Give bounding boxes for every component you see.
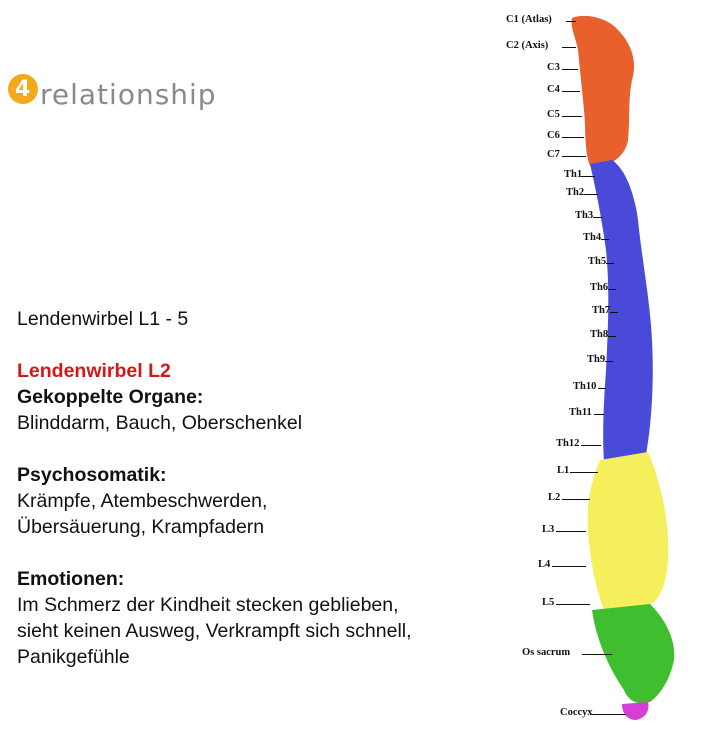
label-th7: Th7 (592, 305, 611, 316)
label-sacrum: Os sacrum (522, 647, 571, 658)
label-th11: Th11 (569, 407, 592, 418)
emotions-heading: Emotionen: (17, 568, 125, 590)
label-l4: L4 (538, 559, 551, 570)
section-title: Lendenwirbel L1 - 5 (17, 308, 189, 330)
organs-text: Blinddarm, Bauch, Oberschenkel (17, 412, 303, 434)
organs-heading: Gekoppelte Organe: (17, 386, 204, 408)
logo-text: relationship (40, 78, 217, 111)
logo-mark: 4 (8, 74, 38, 104)
label-c5: C5 (547, 109, 560, 120)
psycho-line: Übersäuerung, Krampfadern (17, 516, 265, 538)
label-th4: Th4 (583, 232, 602, 243)
label-l1: L1 (557, 465, 570, 476)
lumbar-spine (587, 452, 669, 610)
label-coccyx: Coccyx (560, 707, 593, 718)
info-text: Lendenwirbel L1 - 5 Lendenwirbel L2 Geko… (17, 306, 497, 670)
psycho-line: Krämpfe, Atembeschwerden, (17, 490, 268, 512)
label-c2: C2 (Axis) (506, 40, 549, 51)
label-th2: Th2 (566, 187, 585, 198)
emotions-line: sieht keinen Ausweg, Verkrampft sich sch… (17, 620, 412, 642)
thoracic-spine (590, 160, 653, 462)
spine-illustration (571, 15, 675, 720)
label-th1: Th1 (564, 169, 583, 180)
label-th12: Th12 (556, 438, 580, 449)
label-l2: L2 (548, 492, 561, 503)
label-th3: Th3 (575, 210, 594, 221)
label-c6: C6 (547, 130, 560, 141)
label-c4: C4 (547, 84, 560, 95)
vertebra-name: Lendenwirbel L2 (17, 360, 171, 382)
psycho-heading: Psychosomatik: (17, 464, 167, 486)
coccyx (622, 702, 649, 720)
logo: 4 relationship (8, 72, 248, 112)
label-th8: Th8 (590, 329, 609, 340)
label-th9: Th9 (587, 354, 606, 365)
cervical-spine (571, 15, 635, 166)
emotions-line: Panikgefühle (17, 646, 130, 668)
label-c3: C3 (547, 62, 560, 73)
label-th5: Th5 (588, 256, 607, 267)
emotions-line: Im Schmerz der Kindheit stecken gebliebe… (17, 594, 399, 616)
label-l5: L5 (542, 597, 555, 608)
label-c7: C7 (547, 149, 560, 160)
spine-diagram: C1 (Atlas) C2 (Axis) C3 C4 C5 C6 C7 Th1 … (500, 0, 711, 725)
label-th6: Th6 (590, 282, 609, 293)
label-l3: L3 (542, 524, 555, 535)
label-c1: C1 (Atlas) (506, 14, 552, 25)
sacrum (592, 604, 675, 704)
label-th10: Th10 (573, 381, 597, 392)
